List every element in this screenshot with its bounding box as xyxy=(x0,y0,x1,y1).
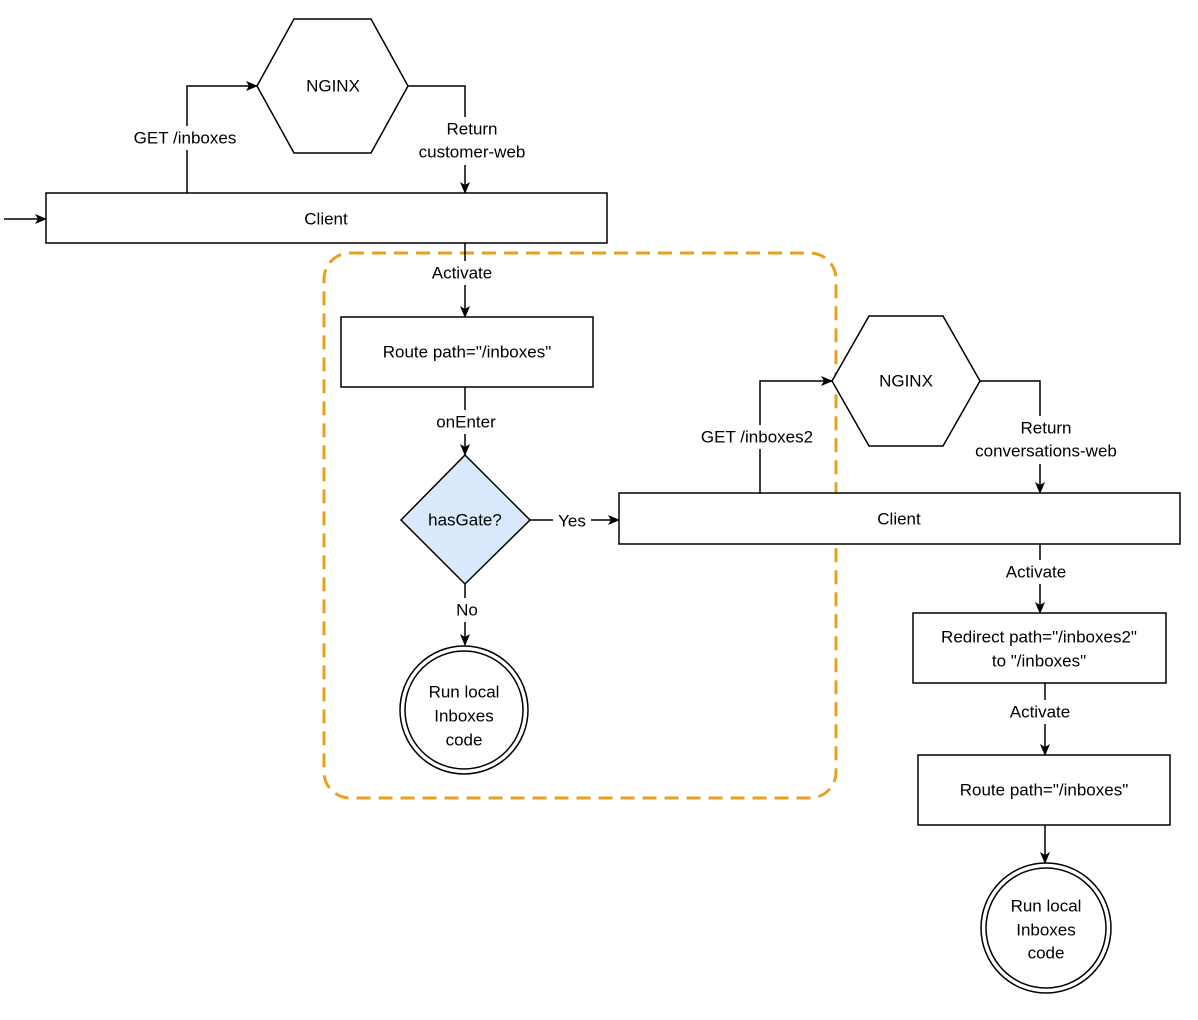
route-label-2: Route path="/inboxes" xyxy=(960,781,1129,800)
edge-label-on-enter: onEnter xyxy=(436,413,496,432)
route-label-1: Route path="/inboxes" xyxy=(383,343,552,362)
run-local-1-line-3: code xyxy=(446,731,483,750)
run-local-node-2 xyxy=(980,862,1112,994)
has-gate-decision xyxy=(399,453,532,586)
redirect-line-2: to "/inboxes" xyxy=(992,652,1086,671)
client-label-2: Client xyxy=(877,510,921,529)
edge-label-activate-3: Activate xyxy=(1010,703,1070,722)
has-gate-label: hasGate? xyxy=(428,511,502,530)
redirect-node xyxy=(912,612,1167,684)
run-local-1-line-1: Run local xyxy=(429,683,500,702)
edge-label-return-conv-line-2: conversations-web xyxy=(975,442,1117,461)
client-node-1 xyxy=(45,192,608,244)
edge-label-activate-1: Activate xyxy=(432,264,492,283)
run-local-node-1 xyxy=(399,645,529,775)
run-local-2-line-3: code xyxy=(1028,944,1065,963)
edge-label-return-conv-line-1: Return xyxy=(1020,419,1071,438)
edge-label-get-inboxes2: GET /inboxes2 xyxy=(701,428,813,447)
gate-check-group xyxy=(322,251,838,800)
run-local-1-line-2: Inboxes xyxy=(434,707,494,726)
edge-label-get-inboxes: GET /inboxes xyxy=(134,129,237,148)
client-node-2 xyxy=(618,492,1181,545)
edge-label-return-line-2: customer-web xyxy=(419,143,526,162)
nginx-label-1: NGINX xyxy=(306,77,360,96)
nginx-label-2: NGINX xyxy=(879,372,933,391)
redirect-line-1: Redirect path="/inboxes2" xyxy=(941,628,1137,647)
edge-label-activate-2: Activate xyxy=(1006,563,1066,582)
route-node-2 xyxy=(917,754,1171,826)
route-node-1 xyxy=(340,316,594,388)
edge-label-yes: Yes xyxy=(558,512,586,531)
run-local-2-line-2: Inboxes xyxy=(1016,921,1076,940)
run-local-2-line-1: Run local xyxy=(1011,897,1082,916)
edge-label-no: No xyxy=(456,601,478,620)
edge-get-inboxes2 xyxy=(759,376,833,493)
client-label-1: Client xyxy=(304,210,348,229)
edge-label-return-line-1: Return xyxy=(446,120,497,139)
nginx-node-2 xyxy=(831,315,981,447)
nginx-node-1 xyxy=(256,18,409,154)
edge-get-inboxes xyxy=(186,81,258,193)
